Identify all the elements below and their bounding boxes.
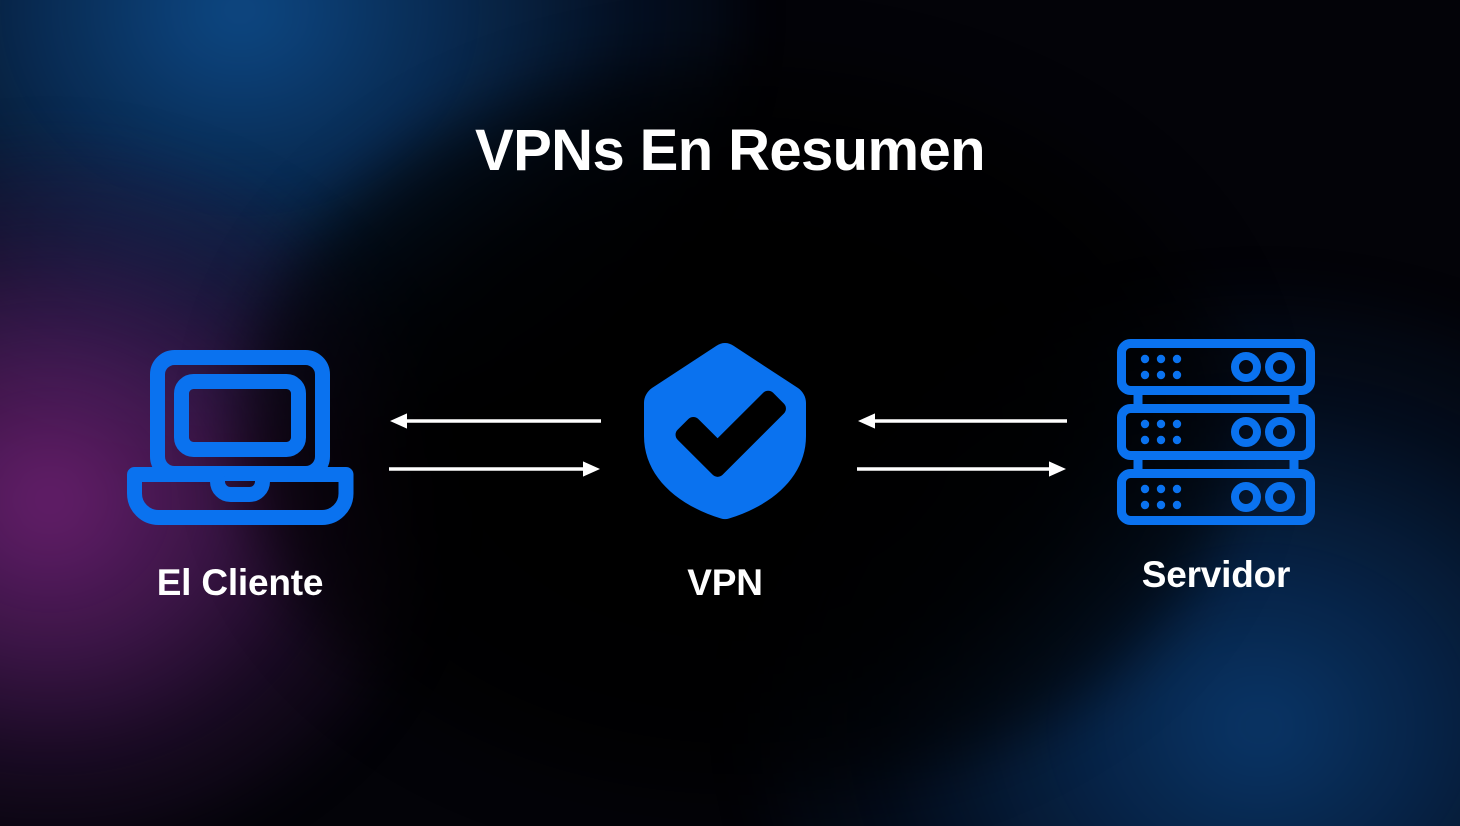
server-unit-1 <box>1117 339 1315 395</box>
arrow-left-icon <box>390 413 601 429</box>
server-rack-icon <box>1117 339 1315 525</box>
node-client: El Cliente <box>126 348 354 603</box>
connector-client-vpn <box>388 400 602 490</box>
arrow-left-icon <box>858 413 1067 429</box>
server-unit-2 <box>1117 404 1315 460</box>
node-label-vpn: VPN <box>687 562 763 603</box>
node-label-client: El Cliente <box>156 562 324 603</box>
arrow-right-icon <box>389 461 600 477</box>
shield-check-icon <box>644 343 806 520</box>
arrow-pair-left <box>389 413 601 477</box>
arrow-right-icon <box>857 461 1066 477</box>
node-label-server: Servidor <box>1141 554 1291 595</box>
arrow-pair-right <box>857 413 1067 477</box>
connector-vpn-server <box>856 400 1068 490</box>
glow-bottom-right-blue <box>760 296 1460 826</box>
node-server: Servidor <box>1116 338 1316 595</box>
laptop-icon <box>127 350 354 525</box>
glow-top-left-blue <box>0 0 740 440</box>
server-unit-3 <box>1117 469 1315 525</box>
page-title: VPNs En Resumen <box>475 118 986 183</box>
node-vpn: VPN <box>643 340 807 603</box>
